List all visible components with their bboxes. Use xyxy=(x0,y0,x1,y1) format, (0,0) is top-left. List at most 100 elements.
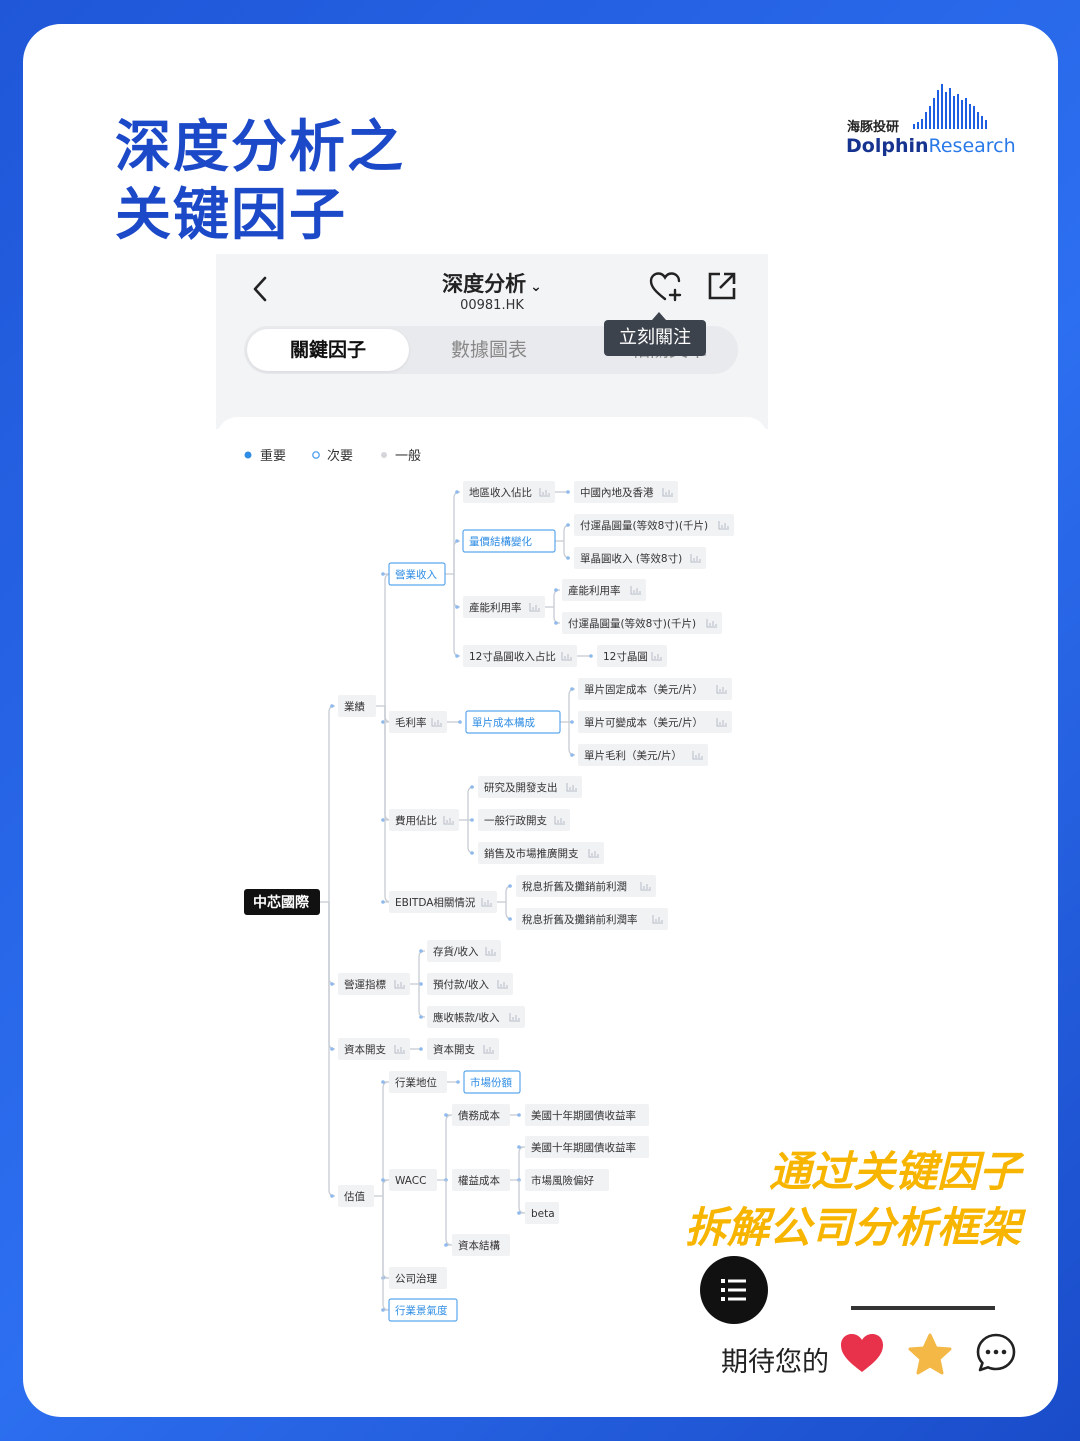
bar-chart-icon[interactable] xyxy=(561,652,572,661)
bar-chart-icon[interactable] xyxy=(706,619,717,628)
app-header: 深度分析⌄ 00981.HK 關鍵因子 數據圖表 相關文章 立刻關注 xyxy=(216,254,768,429)
mindmap-node-box xyxy=(525,1104,649,1126)
page-title[interactable]: 深度分析⌄ xyxy=(216,268,768,298)
mindmap-node[interactable]: 單片固定成本（美元/片） xyxy=(578,678,732,700)
mindmap-node[interactable]: 公司治理 xyxy=(389,1267,447,1289)
mindmap-node[interactable]: 中芯國際 xyxy=(244,889,320,915)
mindmap-node[interactable]: 應收帳款/收入 xyxy=(427,1006,525,1028)
bar-chart-icon[interactable] xyxy=(566,783,577,792)
bar-chart-icon[interactable] xyxy=(716,685,727,694)
mindmap-node[interactable]: 地區收入佔比 xyxy=(463,481,555,503)
mindmap-node[interactable]: 營運指標 xyxy=(338,973,410,995)
mindmap-link xyxy=(518,1146,526,1180)
mindmap-node-box xyxy=(578,744,708,766)
bar-chart-icon[interactable] xyxy=(630,586,641,595)
bar-chart-icon[interactable] xyxy=(394,1045,405,1054)
bar-chart-icon[interactable] xyxy=(554,816,565,825)
mindmap-node[interactable]: 權益成本 xyxy=(452,1169,510,1191)
mindmap-node[interactable]: 毛利率 xyxy=(389,711,447,733)
mindmap-node[interactable]: beta xyxy=(525,1202,559,1224)
mindmap-node[interactable]: 付運晶圓量(等效8寸)(千片) xyxy=(562,612,722,634)
heart-icon[interactable] xyxy=(839,1332,885,1374)
mindmap-node[interactable]: 12寸晶圓 xyxy=(597,645,667,667)
mindmap-node[interactable]: 稅息折舊及攤銷前利潤率 xyxy=(516,908,668,930)
bar-chart-icon[interactable] xyxy=(431,718,442,727)
bar-chart-icon[interactable] xyxy=(485,947,496,956)
mindmap-node[interactable]: 資本開支 xyxy=(338,1038,410,1060)
mindmap-node[interactable]: 行業景氣度 xyxy=(388,1298,458,1322)
mindmap-node[interactable]: 費用佔比 xyxy=(389,809,459,831)
mindmap-link-dot xyxy=(570,687,574,691)
bar-chart-icon[interactable] xyxy=(652,915,663,924)
mindmap-node[interactable]: 研究及開發支出 xyxy=(478,776,582,798)
mindmap-node[interactable]: WACC xyxy=(389,1169,437,1191)
mindmap-node[interactable]: 業績 xyxy=(338,695,376,717)
follow-tooltip[interactable]: 立刻關注 xyxy=(604,312,706,356)
tab-data-charts[interactable]: 數據圖表 xyxy=(450,339,527,361)
mindmap-node[interactable]: 美國十年期國債收益率 xyxy=(525,1104,649,1126)
tab-key-factors[interactable]: 關鍵因子 xyxy=(247,329,409,371)
mindmap-node[interactable]: 市場風險偏好 xyxy=(525,1169,609,1191)
mindmap-node[interactable]: 估值 xyxy=(338,1185,374,1207)
star-icon[interactable] xyxy=(907,1332,953,1376)
mindmap-node[interactable]: 單片可變成本（美元/片） xyxy=(578,711,732,733)
mindmap-node-label: 銷售及市場推廣開支 xyxy=(484,847,579,860)
bar-chart-icon[interactable] xyxy=(690,554,701,563)
mindmap-node[interactable]: 中國內地及香港 xyxy=(574,481,678,503)
bar-chart-icon[interactable] xyxy=(662,488,673,497)
mindmap-node[interactable]: 存貨/收入 xyxy=(427,940,501,962)
mindmap-node[interactable]: 資本開支 xyxy=(427,1038,499,1060)
outline-fab[interactable] xyxy=(700,1256,768,1324)
bar-chart-icon[interactable] xyxy=(640,882,651,891)
mindmap-node[interactable]: 付運晶圓量(等效8寸)(千片) xyxy=(574,514,734,536)
mindmap-node[interactable]: 銷售及市場推廣開支 xyxy=(478,842,604,864)
mindmap-node[interactable]: 行業地位 xyxy=(389,1071,447,1093)
bar-chart-icon[interactable] xyxy=(588,849,599,858)
mindmap-link-dot xyxy=(381,818,385,822)
mindmap-node[interactable]: 營業收入 xyxy=(388,562,446,586)
mindmap-node[interactable]: 預付款/收入 xyxy=(427,973,513,995)
bar-chart-icon[interactable] xyxy=(481,898,492,907)
mindmap-node[interactable]: 資本結構 xyxy=(452,1234,510,1256)
mindmap-link xyxy=(453,574,461,608)
back-arrow-icon[interactable] xyxy=(246,274,276,304)
bar-chart-icon[interactable] xyxy=(718,521,729,530)
mindmap-node[interactable]: 市場份額 xyxy=(463,1070,521,1094)
app-screenshot: 深度分析⌄ 00981.HK 關鍵因子 數據圖表 相關文章 立刻關注 重要 xyxy=(216,254,768,1324)
mindmap-node[interactable]: 單晶圓收入 (等效8寸) xyxy=(574,547,706,569)
mindmap-node-label: 單片固定成本（美元/片） xyxy=(584,683,703,696)
bar-chart-icon[interactable] xyxy=(497,980,508,989)
mindmap-node[interactable]: 12寸晶圓收入占比 xyxy=(463,645,577,667)
mindmap-node-label: WACC xyxy=(395,1175,426,1187)
bar-chart-icon[interactable] xyxy=(651,652,662,661)
mindmap-node-label: 資本開支 xyxy=(344,1043,386,1056)
share-external-icon[interactable] xyxy=(706,270,738,302)
bar-chart-icon[interactable] xyxy=(692,751,703,760)
mindmap-node[interactable]: 美國十年期國債收益率 xyxy=(525,1136,649,1158)
mindmap-node[interactable]: 量價結構變化 xyxy=(462,529,556,553)
bar-chart-icon[interactable] xyxy=(394,980,405,989)
mindmap-node[interactable]: 單片成本構成 xyxy=(465,710,561,734)
bar-chart-icon[interactable] xyxy=(483,1045,494,1054)
mindmap-node[interactable]: EBITDA相關情況 xyxy=(389,891,497,913)
mindmap-node-box xyxy=(574,547,706,569)
bar-chart-icon[interactable] xyxy=(716,718,727,727)
bar-chart-icon[interactable] xyxy=(443,816,454,825)
mindmap-node-label: 產能利用率 xyxy=(568,584,621,597)
mindmap-node-box xyxy=(478,776,582,798)
mindmap-node[interactable]: 單片毛利（美元/片） xyxy=(578,744,708,766)
mindmap-link-dot xyxy=(330,982,334,986)
mindmap-link xyxy=(382,1196,390,1279)
bar-chart-icon[interactable] xyxy=(539,488,550,497)
bar-chart-icon[interactable] xyxy=(509,1013,520,1022)
comment-icon[interactable] xyxy=(975,1332,1017,1374)
bar-chart-icon[interactable] xyxy=(529,603,540,612)
mindmap-node[interactable]: 稅息折舊及攤銷前利潤 xyxy=(516,875,656,897)
mindmap-node[interactable]: 債務成本 xyxy=(452,1104,510,1126)
mindmap-node[interactable]: 產能利用率 xyxy=(562,579,646,601)
list-icon xyxy=(721,1279,746,1301)
mindmap-panel: 重要 次要 一般 中芯國際業績營業收入地區收入佔比中國內地及香港量價結構變化付運… xyxy=(216,417,768,1324)
mindmap-node[interactable]: 產能利用率 xyxy=(463,596,545,618)
mindmap-node[interactable]: 一般行政開支 xyxy=(478,809,570,831)
heart-plus-icon[interactable] xyxy=(648,270,682,304)
